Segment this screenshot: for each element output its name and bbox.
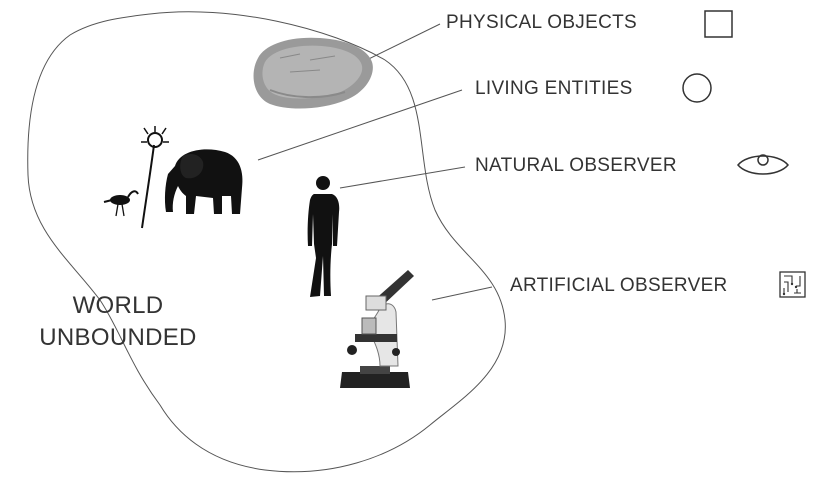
leader-line-artificial-observer <box>431 286 493 301</box>
world-title-line-1: WORLD <box>72 292 164 319</box>
rock-image <box>253 37 373 109</box>
label-natural-observer: NATURAL OBSERVER <box>475 155 677 176</box>
elephant-silhouette <box>164 149 243 214</box>
leader-line-living-entities <box>257 89 463 161</box>
human-silhouette <box>307 176 340 297</box>
label-artificial-observer: ARTIFICIAL OBSERVER <box>510 275 728 296</box>
world-unbounded-title: WORLD UNBOUNDED <box>38 290 198 355</box>
microscope-image <box>340 270 414 388</box>
plant-silhouette <box>141 126 169 229</box>
bird-silhouette <box>103 190 139 217</box>
world-boundary <box>27 11 506 473</box>
circle-icon <box>682 73 712 103</box>
leader-line-natural-observer <box>339 166 466 189</box>
label-living-entities: LIVING ENTITIES <box>475 78 633 99</box>
square-icon <box>704 10 733 38</box>
eye-icon <box>737 154 789 175</box>
circuit-icon <box>779 271 806 298</box>
label-physical-objects: PHYSICAL OBJECTS <box>446 12 637 33</box>
world-title-line-2: UNBOUNDED <box>39 324 197 352</box>
